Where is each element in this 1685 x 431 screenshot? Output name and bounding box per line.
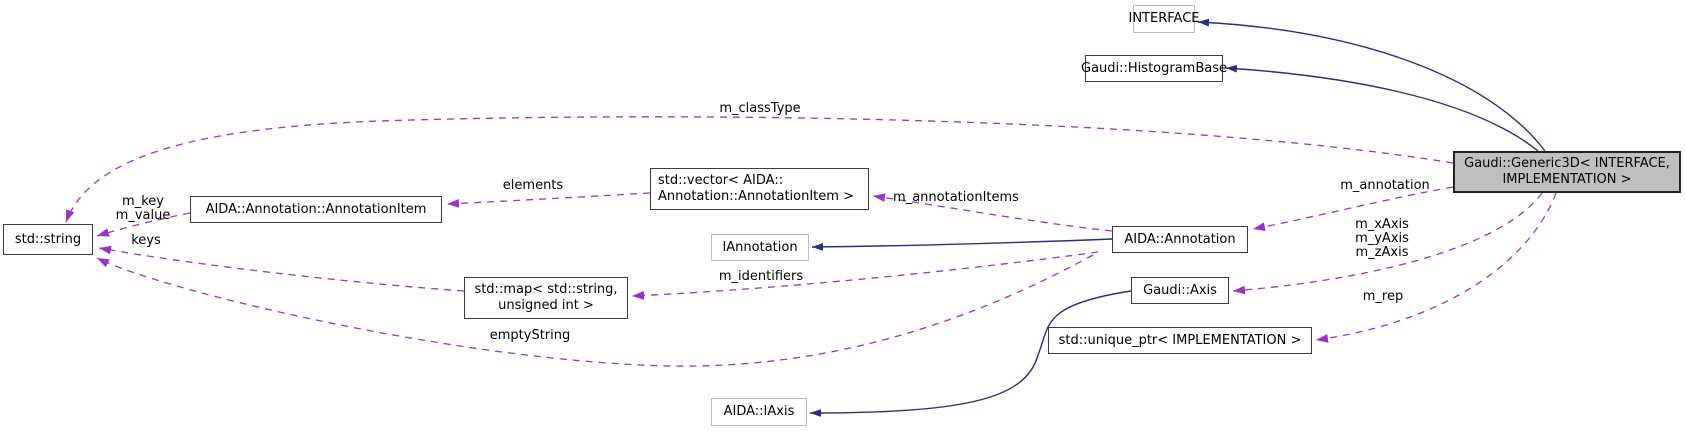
node-gaudi-generic3d-line2: IMPLEMENTATION > [1502, 172, 1632, 187]
node-std-vector-line1: std::vector< AIDA:: [658, 173, 784, 188]
edge-generic3d-to-histogrambase [1225, 64, 1539, 152]
edge-m-axes [1232, 192, 1543, 295]
node-std-vector-line2: Annotation::AnnotationItem > [658, 189, 854, 204]
node-std-map[interactable]: std::map< std::string, unsigned int > [464, 277, 628, 319]
node-iannotation[interactable]: IAnnotation [711, 234, 809, 261]
edge-label-m-yaxis: m_yAxis [1355, 231, 1409, 246]
edge-label-m-key-m-value: m_key m_value [93, 195, 193, 223]
edge-label-m-axes: m_xAxis m_yAxis m_zAxis [1322, 218, 1442, 260]
node-std-map-line1: std::map< std::string, [474, 282, 618, 297]
node-aida-annotationitem[interactable]: AIDA::Annotation::AnnotationItem [190, 196, 442, 223]
edge-label-m-identifiers: m_identifiers [718, 269, 804, 284]
node-aida-annotation-label: AIDA::Annotation [1124, 231, 1236, 247]
edge-m-classtype [65, 116, 1454, 223]
edge-label-m-annotation: m_annotation [1340, 178, 1430, 193]
edge-m-identifiers [631, 251, 1099, 300]
edge-elements [446, 192, 651, 208]
edge-generic3d-to-interface [1197, 18, 1546, 152]
edge-label-elements: elements [502, 178, 564, 193]
edge-label-m-annotationitems: m_annotationItems [893, 190, 1019, 205]
node-std-map-line2: unsigned int > [498, 298, 594, 313]
node-aida-iaxis-label: AIDA::IAxis [723, 404, 795, 419]
node-gaudi-generic3d-line1: Gaudi::Generic3D< INTERFACE, [1464, 156, 1670, 171]
node-std-string[interactable]: std::string [3, 224, 93, 255]
edge-label-emptystring: emptyString [489, 328, 571, 343]
node-gaudi-generic3d[interactable]: Gaudi::Generic3D< INTERFACE, IMPLEMENTAT… [1453, 151, 1681, 193]
edge-m-annotationitems [872, 193, 1113, 232]
edge-keys [98, 245, 465, 292]
edge-label-m-rep: m_rep [1362, 289, 1404, 304]
node-interface[interactable]: INTERFACE [1129, 5, 1200, 33]
node-std-unique-ptr[interactable]: std::unique_ptr< IMPLEMENTATION > [1048, 327, 1312, 354]
node-interface-label: INTERFACE [1128, 11, 1200, 26]
edge-label-m-xaxis: m_xAxis [1355, 217, 1409, 232]
edge-label-m-classtype: m_classType [719, 101, 801, 116]
edge-annotation-to-iannotation [811, 238, 1113, 251]
node-aida-iaxis[interactable]: AIDA::IAxis [711, 398, 807, 426]
node-gaudi-histogrambase[interactable]: Gaudi::HistogramBase [1081, 55, 1227, 82]
node-iannotation-label: IAnnotation [722, 239, 798, 255]
node-gaudi-axis[interactable]: Gaudi::Axis [1131, 277, 1229, 304]
edge-label-m-value: m_value [115, 208, 171, 223]
node-std-vector-annotationitem[interactable]: std::vector< AIDA:: Annotation::Annotati… [650, 168, 869, 210]
edge-label-m-zaxis: m_zAxis [1355, 245, 1409, 260]
node-gaudi-histogrambase-label: Gaudi::HistogramBase [1081, 60, 1227, 76]
node-aida-annotation[interactable]: AIDA::Annotation [1112, 226, 1248, 253]
node-aida-annotationitem-label: AIDA::Annotation::AnnotationItem [205, 201, 427, 217]
node-std-unique-ptr-label: std::unique_ptr< IMPLEMENTATION > [1058, 332, 1302, 348]
edge-label-m-key: m_key [122, 194, 164, 209]
node-std-string-label: std::string [14, 231, 82, 247]
edge-emptystring [96, 254, 1094, 367]
edge-axis-to-iaxis [809, 290, 1132, 417]
edge-m-rep [1315, 192, 1557, 343]
node-gaudi-axis-label: Gaudi::Axis [1143, 282, 1217, 298]
edge-label-keys: keys [131, 233, 161, 248]
